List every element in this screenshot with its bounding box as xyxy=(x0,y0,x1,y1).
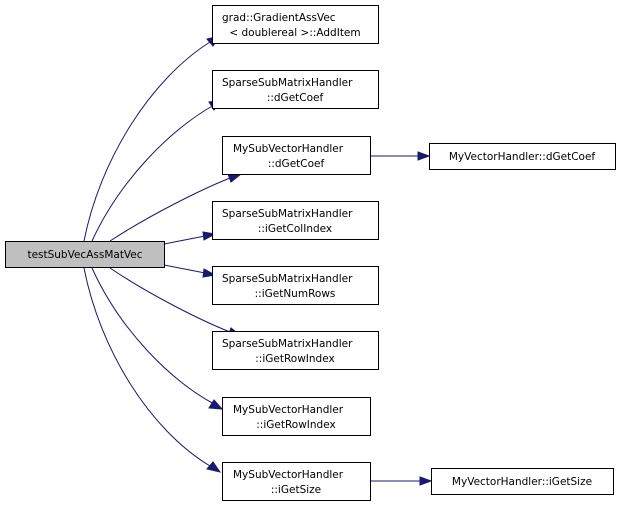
node-label: testSubVecAssMatVec xyxy=(27,249,142,261)
node-label-line2: ::iGetSize xyxy=(271,484,321,496)
node-label-line1: grad::GradientAssVec xyxy=(222,12,336,24)
edge-arrow-vector-dgetcoef xyxy=(417,151,431,161)
node-label-line1: MySubVectorHandler xyxy=(233,404,344,416)
edge-root-to-mysub-dgetcoef xyxy=(109,177,231,242)
node-vector-dgetcoef[interactable]: MyVectorHandler::dGetCoef xyxy=(429,143,616,170)
node-sparse-igetcolindex[interactable]: SparseSubMatrixHandler ::iGetColIndex xyxy=(212,201,379,240)
node-vector-igetsize[interactable]: MyVectorHandler::iGetSize xyxy=(431,468,614,495)
node-label-line1: SparseSubMatrixHandler xyxy=(222,273,353,285)
edge-arrow-mysub-igetsize xyxy=(206,461,222,473)
edge-root-to-mysub-igetrowindex xyxy=(91,267,215,405)
node-mysub-igetsize[interactable]: MySubVectorHandler ::iGetSize xyxy=(222,462,371,501)
edge-arrow-mysub-igetrowindex xyxy=(208,399,224,410)
node-label: MyVectorHandler::dGetCoef xyxy=(449,151,596,163)
node-mysub-dgetcoef[interactable]: MySubVectorHandler ::dGetCoef xyxy=(222,136,371,175)
node-sparse-igetnumrows[interactable]: SparseSubMatrixHandler ::iGetNumRows xyxy=(212,266,379,305)
edge-arrow-mysub-dgetcoef xyxy=(227,173,243,183)
node-label-line1: SparseSubMatrixHandler xyxy=(222,338,353,350)
edge-root-to-sparse-igetcolindex xyxy=(163,235,206,245)
node-sparse-dgetcoef[interactable]: SparseSubMatrixHandler ::dGetCoef xyxy=(212,70,379,109)
node-label-line1: SparseSubMatrixHandler xyxy=(222,77,353,89)
node-label-line2: ::dGetCoef xyxy=(268,158,325,170)
edge-root-to-sparse-dgetcoef xyxy=(91,104,215,242)
node-label: MyVectorHandler::iGetSize xyxy=(452,476,592,488)
edge-root-to-gradient-additem xyxy=(83,41,211,242)
node-label-line2: ::iGetColIndex xyxy=(258,223,332,235)
node-sparse-igetrowindex[interactable]: SparseSubMatrixHandler ::iGetRowIndex xyxy=(212,331,379,370)
node-label-line2: < doublereal >::AddItem xyxy=(229,27,360,39)
node-testsubvecassmatvec[interactable]: testSubVecAssMatVec xyxy=(5,241,165,268)
node-label-line2: ::iGetRowIndex xyxy=(256,419,335,431)
edge-arrow-vector-igetsize xyxy=(419,476,433,486)
edge-root-to-sparse-igetnumrows xyxy=(163,264,206,274)
node-gradient-additem[interactable]: grad::GradientAssVec < doublereal >::Add… xyxy=(212,5,379,44)
edge-root-to-sparse-igetrowindex xyxy=(109,267,231,333)
node-label-line2: ::iGetNumRows xyxy=(255,288,336,300)
node-label-line2: ::iGetRowIndex xyxy=(255,353,334,365)
node-label-line1: MySubVectorHandler xyxy=(233,469,344,481)
edge-root-to-mysub-igetsize xyxy=(83,267,211,467)
node-label-line2: ::dGetCoef xyxy=(267,92,324,104)
node-label-line1: MySubVectorHandler xyxy=(233,143,344,155)
node-label-line1: SparseSubMatrixHandler xyxy=(222,208,353,220)
node-mysub-igetrowindex[interactable]: MySubVectorHandler ::iGetRowIndex xyxy=(222,397,371,436)
